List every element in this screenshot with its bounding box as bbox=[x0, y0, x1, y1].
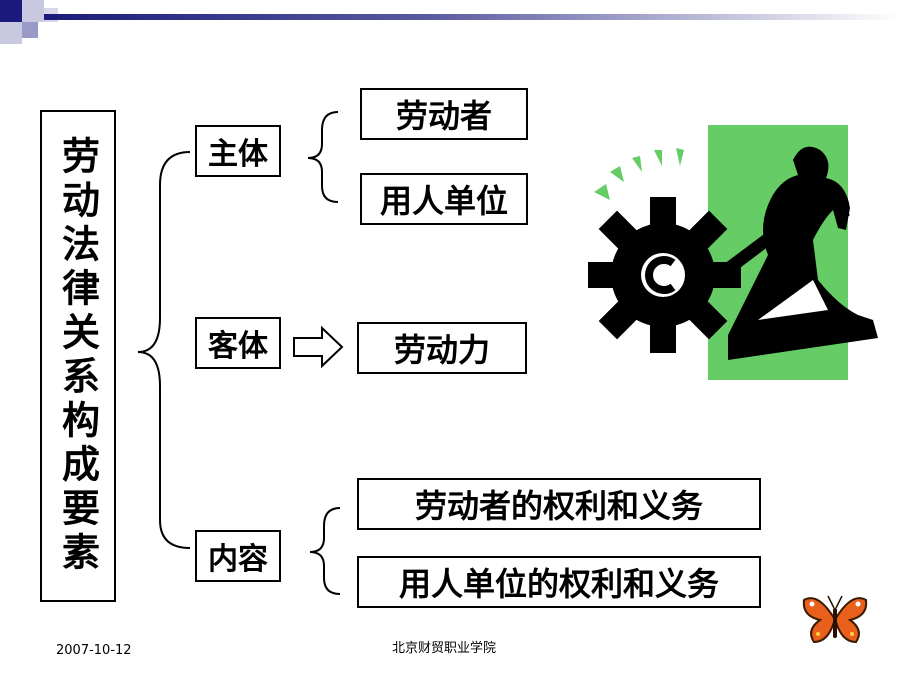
content-item-employer-rights-label: 用人单位的权利和义务 bbox=[398, 565, 719, 603]
subject-item-laborer: 劳动者 bbox=[360, 88, 528, 140]
header-decoration bbox=[0, 0, 900, 56]
butterfly-icon bbox=[800, 590, 870, 648]
root-title: 劳动法律关系构成要素 bbox=[55, 136, 101, 576]
content-label: 内容 bbox=[208, 542, 268, 577]
subject-label: 主体 bbox=[208, 137, 268, 172]
content-item-laborer-rights-label: 劳动者的权利和义务 bbox=[414, 487, 703, 525]
content-item-employer-rights: 用人单位的权利和义务 bbox=[357, 556, 761, 608]
header-decoration-graphic bbox=[0, 0, 900, 44]
subject-item-laborer-label: 劳动者 bbox=[395, 97, 492, 135]
footer-institution: 北京财贸职业学院 bbox=[392, 641, 497, 656]
object-item-labor-power-label: 劳动力 bbox=[393, 331, 490, 369]
subject-box: 主体 bbox=[195, 125, 281, 177]
content-item-laborer-rights: 劳动者的权利和义务 bbox=[357, 478, 761, 530]
subject-brace bbox=[307, 111, 339, 203]
main-brace bbox=[137, 151, 191, 549]
object-label: 客体 bbox=[208, 329, 268, 364]
content-box: 内容 bbox=[195, 530, 281, 582]
object-item-labor-power: 劳动力 bbox=[357, 322, 527, 374]
subject-item-employer: 用人单位 bbox=[360, 173, 528, 225]
content-brace bbox=[309, 507, 341, 595]
root-title-box: 劳动法律关系构成要素 bbox=[40, 110, 116, 602]
footer-date: 2007-10-12 bbox=[56, 643, 132, 658]
arrow-right-icon bbox=[293, 325, 344, 369]
gear-worker-clipart-icon bbox=[585, 120, 888, 385]
subject-item-employer-label: 用人单位 bbox=[379, 182, 508, 220]
object-box: 客体 bbox=[195, 317, 281, 369]
